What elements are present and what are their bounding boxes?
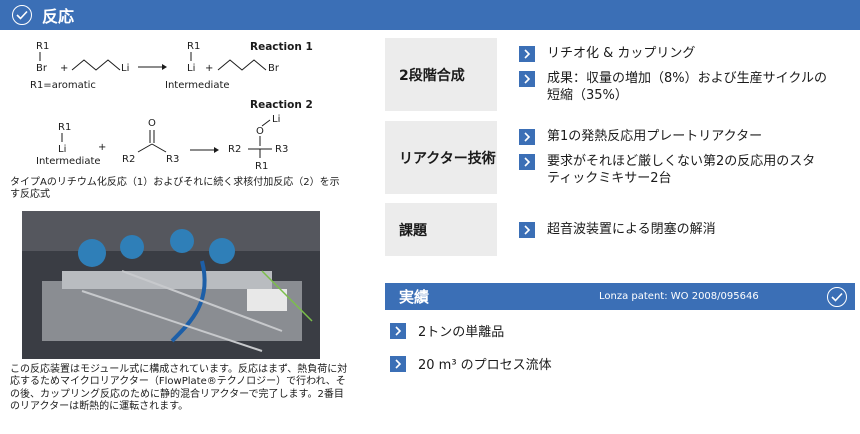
item-text: 要求がそれほど厳しくない第2の反応用のスタティックミキサー2台 <box>547 154 816 186</box>
li-label-1: Li <box>121 63 129 74</box>
reactor-photo <box>22 211 320 359</box>
plus-2: + <box>205 63 213 74</box>
chevron-right-icon <box>519 222 535 238</box>
list-item: 超音波装置による閉塞の解消 <box>519 221 716 238</box>
intermediate-label-1: Intermediate <box>165 80 230 91</box>
item-text: 成果：収量の増加（8%）および生産サイクルの短縮（35%） <box>547 71 827 103</box>
chevron-right-icon <box>519 46 535 62</box>
photo-caption: この反応装置はモジュール式に構成されています。反応はまず、熱負荷に対応するためマ… <box>10 364 348 412</box>
li-label-3: Li <box>58 144 66 155</box>
chevron-right-icon <box>390 323 406 339</box>
list-item: 成果：収量の増加（8%）および生産サイクルの短縮（35%） <box>519 70 837 104</box>
result-text: 2トンの単離品 <box>418 325 505 340</box>
check-circle-icon <box>12 5 32 25</box>
r1-label-4: R1 <box>255 161 268 172</box>
row-label: 2段階合成 <box>385 38 497 111</box>
section-title: 反応 <box>42 7 75 26</box>
row-reactor-technology: リアクター技術 第1の発熱反応用プレートリアクター 要求がそれほど厳しくない第2… <box>385 121 855 194</box>
row-two-step-synthesis: 2段階合成 リチオ化 & カップリング 成果：収量の増加（8%）および生産サイク… <box>385 38 855 111</box>
plus-1: + <box>60 63 68 74</box>
r1-definition: R1=aromatic <box>30 80 96 91</box>
row-label: リアクター技術 <box>385 121 497 194</box>
row-challenge: 課題 超音波装置による閉塞の解消 <box>385 203 855 256</box>
result-item: 2トンの単離品 <box>390 321 504 340</box>
result-item: 20 m³ のプロセス流体 <box>390 354 552 373</box>
reaction-scheme: R1 Br + Li R1 Li + Br Reaction 1 R1=arom… <box>30 41 313 172</box>
row-label: 課題 <box>385 203 497 256</box>
butyl-chain-2 <box>217 59 267 71</box>
chevron-right-icon <box>519 129 535 145</box>
li-label-2: Li <box>187 63 195 74</box>
r2-label: R2 <box>122 154 135 165</box>
r3-label: R3 <box>166 154 179 165</box>
oxygen-label-2: O <box>256 126 264 137</box>
reaction-2-label: Reaction 2 <box>250 99 313 111</box>
chevron-right-icon <box>519 154 535 170</box>
br-label-2: Br <box>268 63 280 74</box>
r2-label-2: R2 <box>228 144 241 155</box>
list-item: 要求がそれほど厳しくない第2の反応用のスタティックミキサー2台 <box>519 153 827 187</box>
results-header: 実績 Lonza patent: WO 2008/095646 <box>385 283 855 310</box>
patent-label: Lonza patent: WO 2008/095646 <box>599 291 759 302</box>
item-text: リチオ化 & カップリング <box>547 46 696 61</box>
results-title: 実績 <box>399 288 430 306</box>
list-item: リチオ化 & カップリング <box>519 45 837 62</box>
item-text: 第1の発熱反応用プレートリアクター <box>547 129 763 144</box>
reaction-1-label: Reaction 1 <box>250 41 313 53</box>
list-item: 第1の発熱反応用プレートリアクター <box>519 128 827 145</box>
r1-label: R1 <box>36 41 49 52</box>
reaction-caption: タイプAのリチウム化反応（1）およびそれに続く求核付加反応（2）を示す反応式 <box>10 177 340 200</box>
br-label: Br <box>36 63 48 74</box>
intermediate-label-2: Intermediate <box>36 156 101 167</box>
chevron-right-icon <box>390 356 406 372</box>
butyl-chain-1 <box>71 59 121 71</box>
plus-3: + <box>98 142 106 153</box>
arrow-icon <box>162 64 167 70</box>
arrow-icon-2 <box>214 147 219 153</box>
r3-label-2: R3 <box>275 144 288 155</box>
r1-label-3: R1 <box>58 122 71 133</box>
li-label-4: Li <box>272 114 280 125</box>
item-text: 超音波装置による閉塞の解消 <box>547 222 716 237</box>
check-circle-icon <box>827 286 847 307</box>
section-header: 反応 <box>0 0 860 30</box>
chevron-right-icon <box>519 71 535 87</box>
oxygen-label: O <box>148 118 156 129</box>
result-text: 20 m³ のプロセス流体 <box>418 358 552 373</box>
r1-label-2: R1 <box>187 41 200 52</box>
